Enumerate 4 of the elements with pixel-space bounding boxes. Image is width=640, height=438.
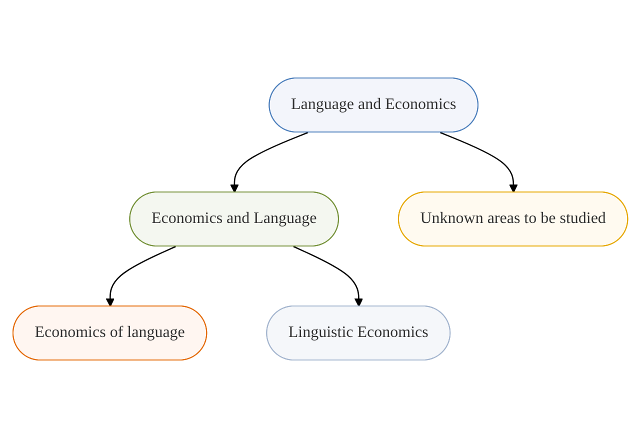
arrow: [105, 246, 176, 307]
arrow: [292, 246, 363, 307]
arrow: [440, 132, 518, 193]
arrow: [230, 132, 308, 193]
